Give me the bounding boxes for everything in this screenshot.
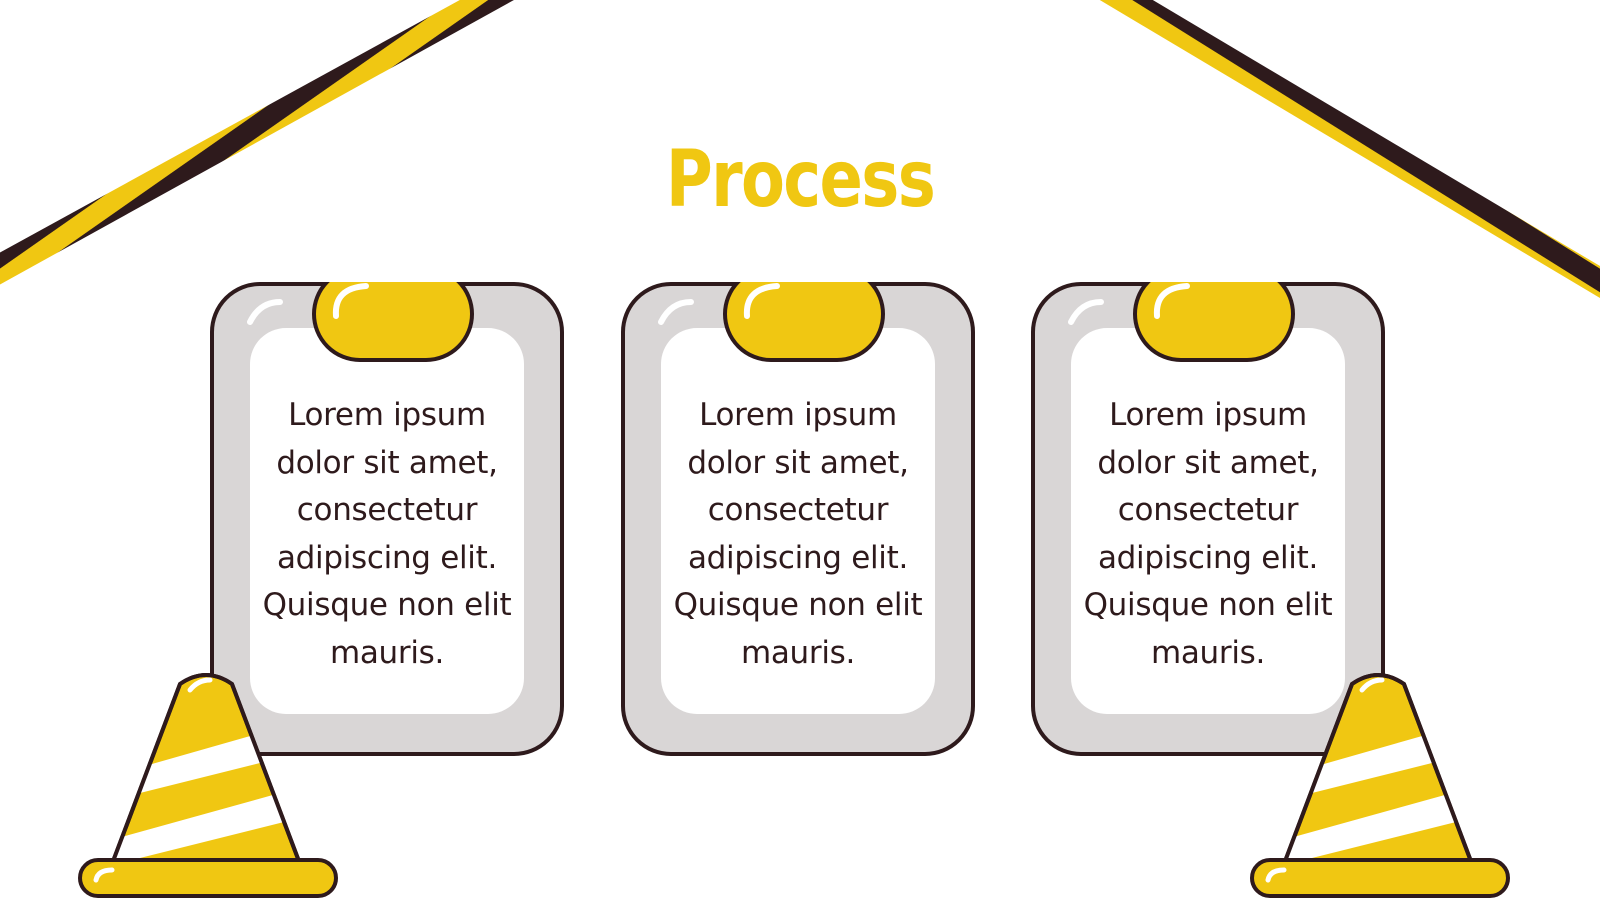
process-card-3: Lorem ipsum dolor sit amet, consectetur … bbox=[1031, 282, 1385, 758]
card-text-3: Lorem ipsum dolor sit amet, consectetur … bbox=[1083, 397, 1333, 671]
card-text-2: Lorem ipsum dolor sit amet, consectetur … bbox=[673, 397, 923, 671]
card-text-1: Lorem ipsum dolor sit amet, consectetur … bbox=[262, 397, 512, 671]
slide-title: Process bbox=[665, 135, 936, 225]
clipboard-3 bbox=[1031, 282, 1385, 756]
clipboard-2 bbox=[621, 282, 975, 756]
traffic-cone-right-icon bbox=[1250, 673, 1510, 898]
process-card-2: Lorem ipsum dolor sit amet, consectetur … bbox=[621, 282, 975, 758]
traffic-cone-left-icon bbox=[78, 673, 338, 898]
process-card-1: Lorem ipsum dolor sit amet, consectetur … bbox=[210, 282, 564, 758]
clipboard-1 bbox=[210, 282, 564, 756]
